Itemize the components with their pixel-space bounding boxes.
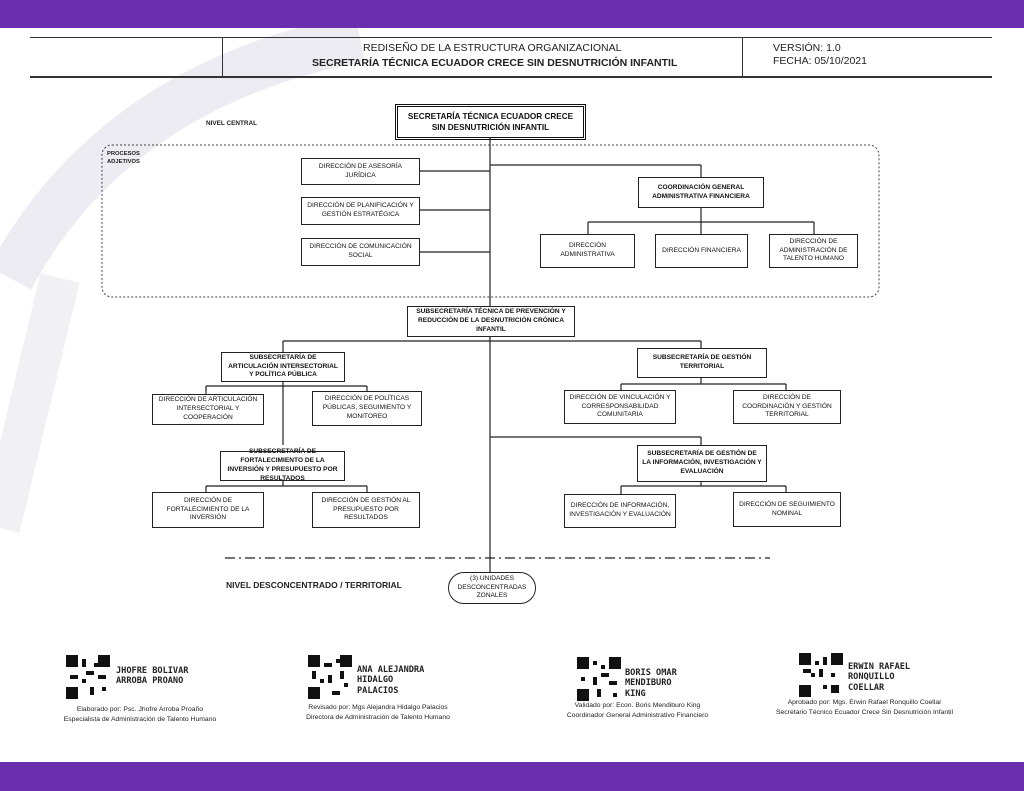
signer-3-caption: Validado por: Econ. Boris Mendiburo King… [545,701,730,721]
signer-2-role-line2: Directora de Administración de Talento H… [306,713,450,721]
header-title-line2: SECRETARÍA TÉCNICA ECUADOR CRECE SIN DES… [312,57,678,69]
header-bottom-rule [30,76,992,78]
bottom-color-band [0,762,1024,791]
subsecretaria-prevencion-box: SUBSECRETARÍA TÉCNICA DE PREVENCIÓN Y RE… [407,306,575,337]
qr-code-icon [799,653,843,697]
nivel-desconcentrado-label: NIVEL DESCONCENTRADO / TERRITORIAL [226,580,402,590]
qr-code-icon [66,655,110,699]
qr-code-icon [577,657,621,701]
signer-3-role-line1: Validado por: Econ. Boris Mendiburo King [574,702,701,709]
signer-2-role-line1: Revisado por: Mgs Alejandra Hidalgo Pala… [308,704,448,711]
signer-3-name: BORIS OMAR MENDIBURO KING [625,668,677,699]
header-date: FECHA: 05/10/2021 [773,55,867,67]
direccion-administrativa-box: DIRECCIÓN ADMINISTRATIVA [540,234,635,268]
signer-4-role-line2: Secretario Técnico Ecuador Crece Sin Des… [775,708,954,716]
direccion-coordinacion-territorial-box: DIRECCIÓN DE COORDINACIÓN Y GESTIÓN TERR… [733,390,841,424]
comunicacion-box: DIRECCIÓN DE COMUNICACIÓN SOCIAL [301,238,420,266]
direccion-seguimiento-box: DIRECCIÓN DE SEGUIMIENTO NOMINAL [733,492,841,527]
signer-2-caption: Revisado por: Mgs Alejandra Hidalgo Pala… [288,703,468,723]
coordinacion-administrativa-box: COORDINACIÓN GENERAL ADMINISTRATIVA FINA… [638,177,764,208]
signer-1-role-line2: Especialista de Administración de Talent… [63,715,217,723]
header-title-line1: REDISEÑO DE LA ESTRUCTURA ORGANIZACIONAL [363,42,622,54]
direccion-gestion-presupuesto-box: DIRECCIÓN DE GESTIÓN AL PRESUPUESTO POR … [312,492,420,528]
direccion-articulacion-box: DIRECCIÓN DE ARTICULACIÓN INTERSECTORIAL… [152,394,264,425]
direccion-vinculacion-box: DIRECCIÓN DE VINCULACIÓN Y CORRESPONSABI… [564,390,676,424]
planificacion-box: DIRECCIÓN DE PLANIFICACIÓN Y GESTIÓN EST… [301,197,420,225]
nivel-central-label: NIVEL CENTRAL [206,120,258,127]
top-color-band [0,0,1024,28]
subsecretaria-territorial-box: SUBSECRETARÍA DE GESTIÓN TERRITORIAL [637,348,767,378]
direccion-financiera-box: DIRECCIÓN FINANCIERA [655,234,748,268]
header-left-divider [222,37,223,77]
subsecretaria-articulacion-box: SUBSECRETARÍA DE ARTICULACIÓN INTERSECTO… [221,352,345,382]
qr-code-icon [308,655,352,699]
direccion-fortalecimiento-box: DIRECCIÓN DE FORTALECIMIENTO DE LA INVER… [152,492,264,528]
direccion-talento-humano-box: DIRECCIÓN DE ADMINISTRACIÓN DE TALENTO H… [769,234,858,268]
signer-1-caption: Elaborado por: Psc. Jhofre Arroba Proaño… [50,705,230,725]
subsecretaria-fortalecimiento-box: SUBSECRETARÍA DE FORTALECIMIENTO DE LA I… [220,448,345,482]
direccion-informacion-box: DIRECCIÓN DE INFORMACIÓN, INVESTIGACIÓN … [564,494,676,528]
header-right-divider [742,37,743,77]
header-top-rule [30,37,992,38]
signer-1-role-line1: Elaborado por: Psc. Jhofre Arroba Proaño [76,706,204,713]
header-version: VERSIÓN: 1.0 [773,42,841,54]
direccion-politicas-box: DIRECCIÓN DE POLÍTICAS PÚBLICAS, SEGUIMI… [312,391,422,426]
signer-4-caption: Aprobado por: Mgs. Erwin Rafael Ronquill… [757,698,972,718]
subsecretaria-informacion-box: SUBSECRETARÍA DE GESTIÓN DE LA INFORMACI… [637,445,767,482]
signer-1-name: JHOFRE BOLIVAR ARROBA PROANO [116,666,189,687]
root-box: SECRETARÍA TÉCNICA ECUADOR CRECE SIN DES… [395,104,586,140]
signer-3-role-line2: Coordinador General Administrativo Finan… [566,711,709,719]
unidades-zonales-box: (3) UNIDADES DESCONCENTRADAS ZONALES [448,572,536,604]
signer-4-role-line1: Aprobado por: Mgs. Erwin Rafael Ronquill… [787,699,942,706]
signer-4-name: ERWIN RAFAEL RONQUILLO COELLAR [848,662,911,693]
signer-2-name: ANA ALEJANDRA HIDALGO PALACIOS [357,665,425,696]
adjetivos-label: ADJETIVOS [107,159,140,165]
procesos-label: PROCESOS [107,151,140,157]
asesoria-juridica-box: DIRECCIÓN DE ASESORÍA JURÍDICA [301,158,420,185]
